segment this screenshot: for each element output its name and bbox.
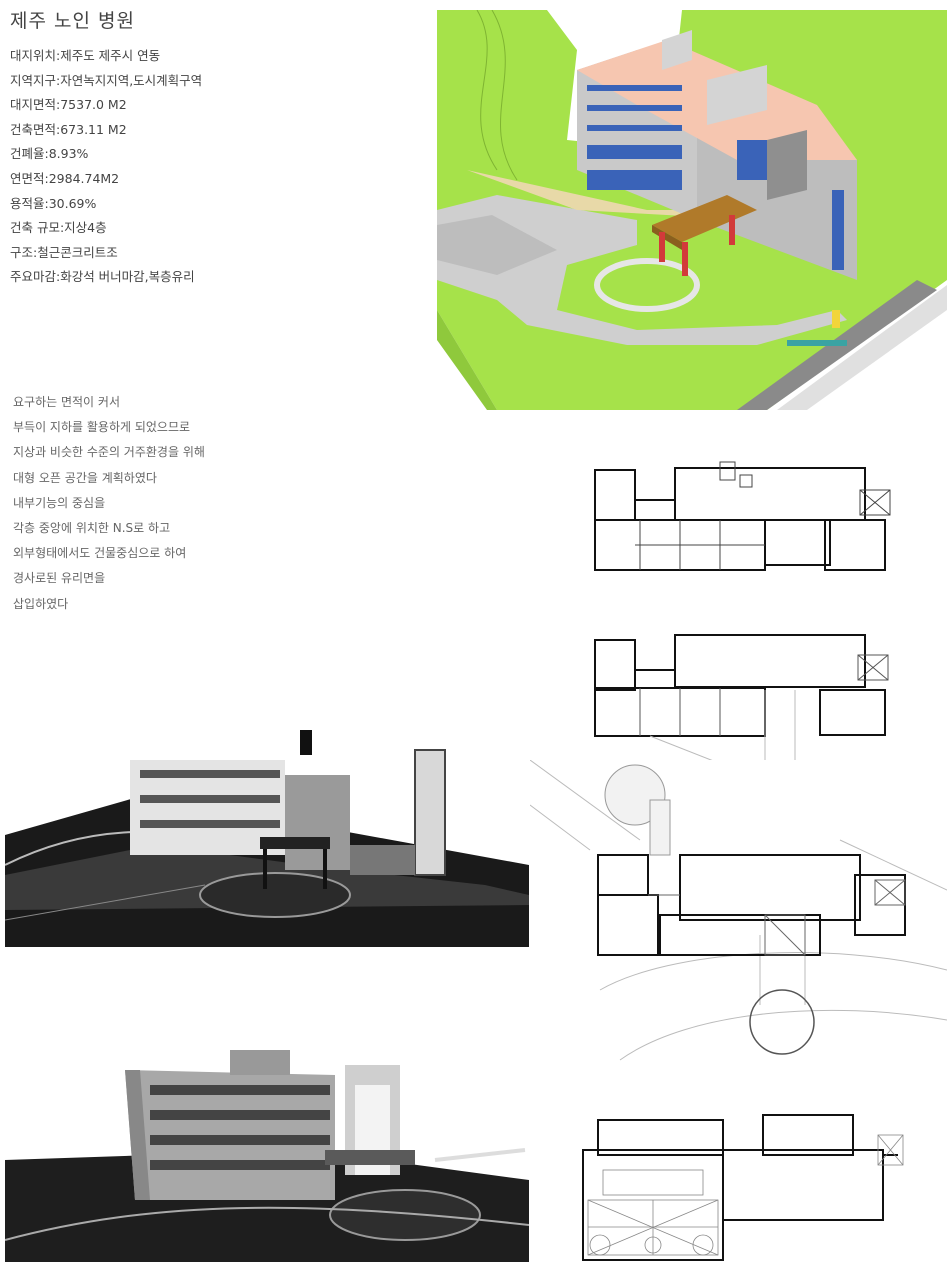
description-line: 외부형태에서도 건물중심으로 하여 <box>13 546 187 561</box>
spec-item: 대지면적:7537.0 M2 <box>10 97 127 113</box>
spec-item: 건폐율:8.93% <box>10 146 89 162</box>
spec-item: 용적율:30.69% <box>10 195 97 211</box>
spec-item: 지역지구:자연녹지지역,도시계획구역 <box>10 72 203 88</box>
spec-list: 대지위치:제주도 제주시 연동 지역지구:자연녹지지역,도시계획구역 대지면적:… <box>10 44 202 290</box>
floor-plan-b1 <box>578 1105 908 1265</box>
floor-plan-1f <box>530 760 947 1075</box>
spec-item: 대지위치:제주도 제주시 연동 <box>10 48 161 63</box>
description-line: 경사로된 유리면을 <box>13 571 106 586</box>
spec-item: 연면적:2984.74M2 <box>10 170 120 186</box>
description-line: 대형 오픈 공간을 계획하였다 <box>13 470 157 485</box>
spec-item: 건축면적:673.11 M2 <box>10 121 127 137</box>
design-description: 요구하는 면적이 커서 부득이 지하를 활용하게 되었으므로 지상과 비슷한 수… <box>13 390 205 617</box>
spec-item: 건축 규모:지상4층 <box>10 220 107 236</box>
description-line: 각층 중앙에 위치한 N.S로 하고 <box>13 521 171 536</box>
perspective-render-front <box>5 725 529 947</box>
spec-item: 주요마감:화강석 버너마감,복층유리 <box>10 269 195 285</box>
perspective-render-side <box>5 1050 529 1262</box>
description-line: 내부기능의 중심을 <box>13 495 106 510</box>
description-line: 지상과 비슷한 수준의 거주환경을 위해 <box>13 445 205 460</box>
spec-item: 구조:철근콘크리트조 <box>10 244 118 260</box>
page-title: 제주 노인 병원 <box>10 10 135 32</box>
site-isometric-render <box>437 10 947 410</box>
description-line: 삽입하였다 <box>13 596 69 611</box>
description-line: 부득이 지하를 활용하게 되었으므로 <box>13 420 191 435</box>
floor-plan-4f <box>590 460 912 575</box>
description-line: 요구하는 면적이 커서 <box>13 395 120 409</box>
